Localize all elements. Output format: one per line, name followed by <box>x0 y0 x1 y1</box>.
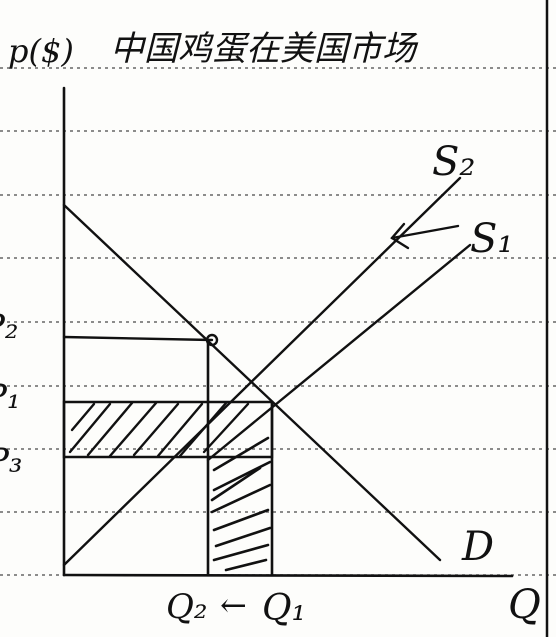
shift-arrow-icon <box>390 222 460 250</box>
label-q2: Q₂ <box>166 587 208 627</box>
curves <box>62 176 472 567</box>
diagram-title: 中国鸡蛋在美国市场 <box>110 29 419 69</box>
quantity-axis-label: Q <box>508 582 541 628</box>
label-s2: S₂ <box>432 139 475 185</box>
p2-guide <box>62 335 214 342</box>
supply-curve-s1 <box>206 243 472 462</box>
label-d: D <box>461 524 494 570</box>
hatched-area-horizontal <box>62 400 274 459</box>
price-axis-label: p($) <box>8 32 74 70</box>
hatched-area-vertical <box>206 338 274 577</box>
label-p1: P₁ <box>0 377 21 417</box>
label-q1: Q₁ <box>262 588 306 629</box>
label-p2: P₂ <box>0 307 19 347</box>
label-p3: P₃ <box>0 441 23 481</box>
axes <box>62 86 514 578</box>
label-q-arrow: ← <box>220 586 247 624</box>
equilibrium-point <box>205 333 219 347</box>
x-axis <box>62 573 514 578</box>
label-s1: S₁ <box>470 216 513 262</box>
supply-curve-s2 <box>62 176 462 567</box>
price-guides <box>62 335 214 342</box>
